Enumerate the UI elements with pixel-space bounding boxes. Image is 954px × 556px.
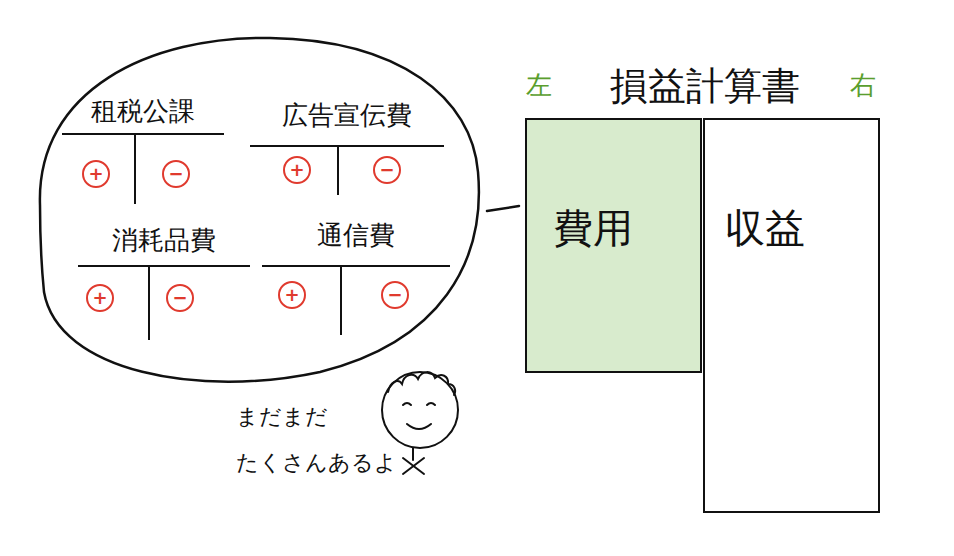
sign-circle: +: [278, 281, 306, 309]
side-label: 右: [850, 70, 876, 101]
statement-box: 費用: [525, 118, 702, 373]
sign-mark: +: [289, 161, 304, 179]
t-line: [337, 145, 339, 195]
statement-box: 収益: [703, 118, 880, 513]
t-account: 広告宣伝費 + −: [250, 100, 444, 195]
sign-circle: −: [166, 284, 194, 312]
sign-circle: −: [373, 156, 401, 184]
speech-note: まだまだ たくさんあるよ: [236, 394, 412, 486]
t-account: 消耗品費 + −: [78, 225, 250, 340]
sign-circle: +: [82, 160, 110, 188]
sign-circle: −: [162, 160, 190, 188]
leader-line: [487, 206, 519, 211]
account-name: 通信費: [262, 220, 450, 251]
t-account: 通信費 + −: [262, 220, 450, 335]
t-line: [250, 145, 444, 147]
sign-circle: +: [86, 284, 114, 312]
t-line: [62, 133, 224, 135]
t-line: [340, 265, 342, 335]
account-name: 広告宣伝費: [250, 100, 444, 131]
t-account: 租税公課 + −: [62, 96, 224, 204]
account-name: 消耗品費: [78, 225, 250, 256]
section-label: 費用: [553, 204, 700, 252]
group-blob: [40, 38, 479, 382]
t-line: [262, 265, 450, 267]
sign-mark: −: [379, 161, 394, 179]
sign-circle: −: [381, 281, 409, 309]
sign-mark: −: [168, 165, 183, 183]
sign-mark: +: [92, 289, 107, 307]
sign-mark: +: [88, 165, 103, 183]
title: 損益計算書: [610, 64, 800, 110]
side-label: 左: [526, 70, 552, 101]
section-label: 収益: [725, 204, 878, 252]
t-line: [134, 133, 136, 204]
sign-circle: +: [283, 156, 311, 184]
sign-mark: +: [284, 286, 299, 304]
t-line: [78, 265, 250, 267]
t-line: [148, 265, 150, 340]
sign-mark: −: [387, 286, 402, 304]
sign-mark: −: [172, 289, 187, 307]
account-name: 租税公課: [62, 96, 224, 127]
